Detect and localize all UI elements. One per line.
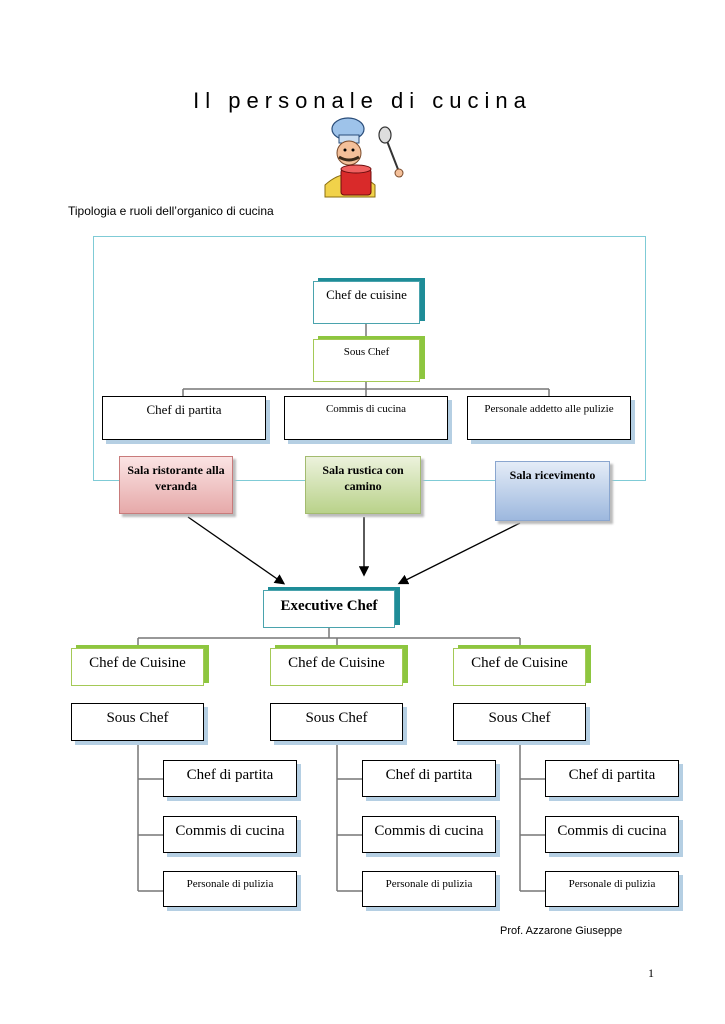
col3-sous-chef-box: Sous Chef	[453, 703, 586, 741]
col2-personale-pulizia-box: Personale di pulizia	[362, 871, 496, 907]
col1-chef-di-partita-box: Chef di partita	[163, 760, 297, 797]
chef-cartoon-icon	[315, 115, 405, 205]
chef-de-cuisine-box: Chef de cuisine	[313, 281, 420, 324]
sala-rustica-box: Sala rustica con camino	[305, 456, 421, 514]
col1-chef-de-cuisine-box: Chef de Cuisine	[71, 648, 204, 686]
col3-commis-di-cucina-box: Commis di cucina	[545, 816, 679, 853]
col3-chef-di-partita-box: Chef di partita	[545, 760, 679, 797]
col1-sous-chef-box: Sous Chef	[71, 703, 204, 741]
sous-chef-box: Sous Chef	[313, 339, 420, 382]
personale-pulizie-box: Personale addetto alle pulizie	[467, 396, 631, 440]
chef-di-partita-box: Chef di partita	[102, 396, 266, 440]
sala-ristorante-box: Sala ristorante alla veranda	[119, 456, 233, 514]
col2-chef-di-partita-box: Chef di partita	[362, 760, 496, 797]
col1-personale-pulizia-box: Personale di pulizia	[163, 871, 297, 907]
col3-chef-de-cuisine-box: Chef de Cuisine	[453, 648, 586, 686]
col1-commis-di-cucina-box: Commis di cucina	[163, 816, 297, 853]
col2-chef-de-cuisine-box: Chef de Cuisine	[270, 648, 403, 686]
page-number: 1	[648, 966, 654, 980]
subtitle: Tipologia e ruoli dell’organico di cucin…	[68, 204, 274, 218]
col2-sous-chef-box: Sous Chef	[270, 703, 403, 741]
col3-personale-pulizia-box: Personale di pulizia	[545, 871, 679, 907]
author-credit: Prof. Azzarone Giuseppe	[500, 925, 623, 937]
commis-di-cucina-box: Commis di cucina	[284, 396, 448, 440]
sala-ricevimento-box: Sala ricevimento	[495, 461, 610, 521]
page-title: Il personale di cucina	[193, 88, 532, 113]
executive-chef-box: Executive Chef	[263, 590, 395, 628]
col2-commis-di-cucina-box: Commis di cucina	[362, 816, 496, 853]
